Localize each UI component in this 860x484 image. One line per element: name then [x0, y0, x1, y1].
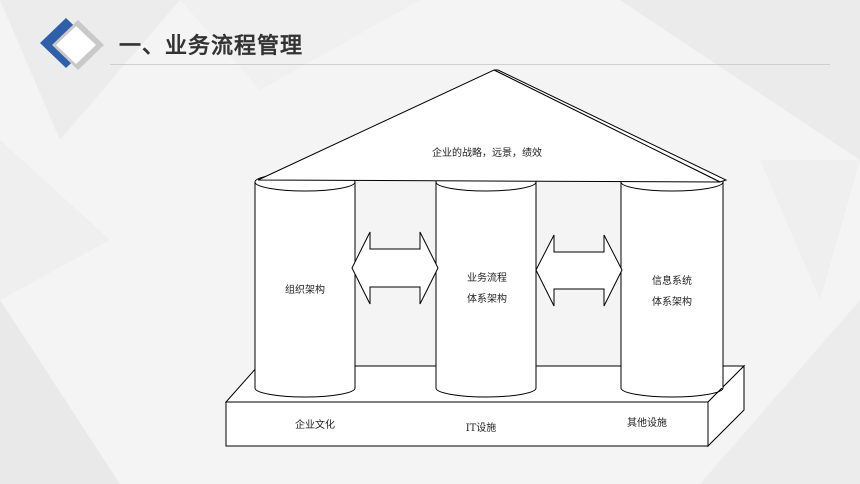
roof-label: 企业的战略，远景，绩效 — [432, 146, 542, 159]
base-label-other: 其他设施 — [627, 416, 667, 429]
pillar-1-label: 组织架构 — [285, 283, 325, 296]
pillar-2-label-line2: 体系架构 — [467, 292, 507, 305]
roof — [257, 69, 721, 183]
base-label-it: IT设施 — [466, 421, 497, 434]
pillar-3-label-line2: 体系架构 — [652, 295, 692, 308]
double-arrow-left — [351, 231, 439, 305]
pillar-2-label-line1: 业务流程 — [467, 271, 507, 284]
header-logo — [40, 18, 104, 70]
double-arrow-right — [535, 234, 623, 307]
pillar-3-label-line1: 信息系统 — [652, 274, 692, 287]
base-front-face — [225, 401, 709, 447]
title-divider — [110, 64, 830, 65]
pillar-business-process — [435, 172, 537, 398]
page-title: 一、业务流程管理 — [119, 34, 304, 59]
pillar-organization — [254, 172, 356, 398]
base-label-culture: 企业文化 — [295, 418, 335, 431]
